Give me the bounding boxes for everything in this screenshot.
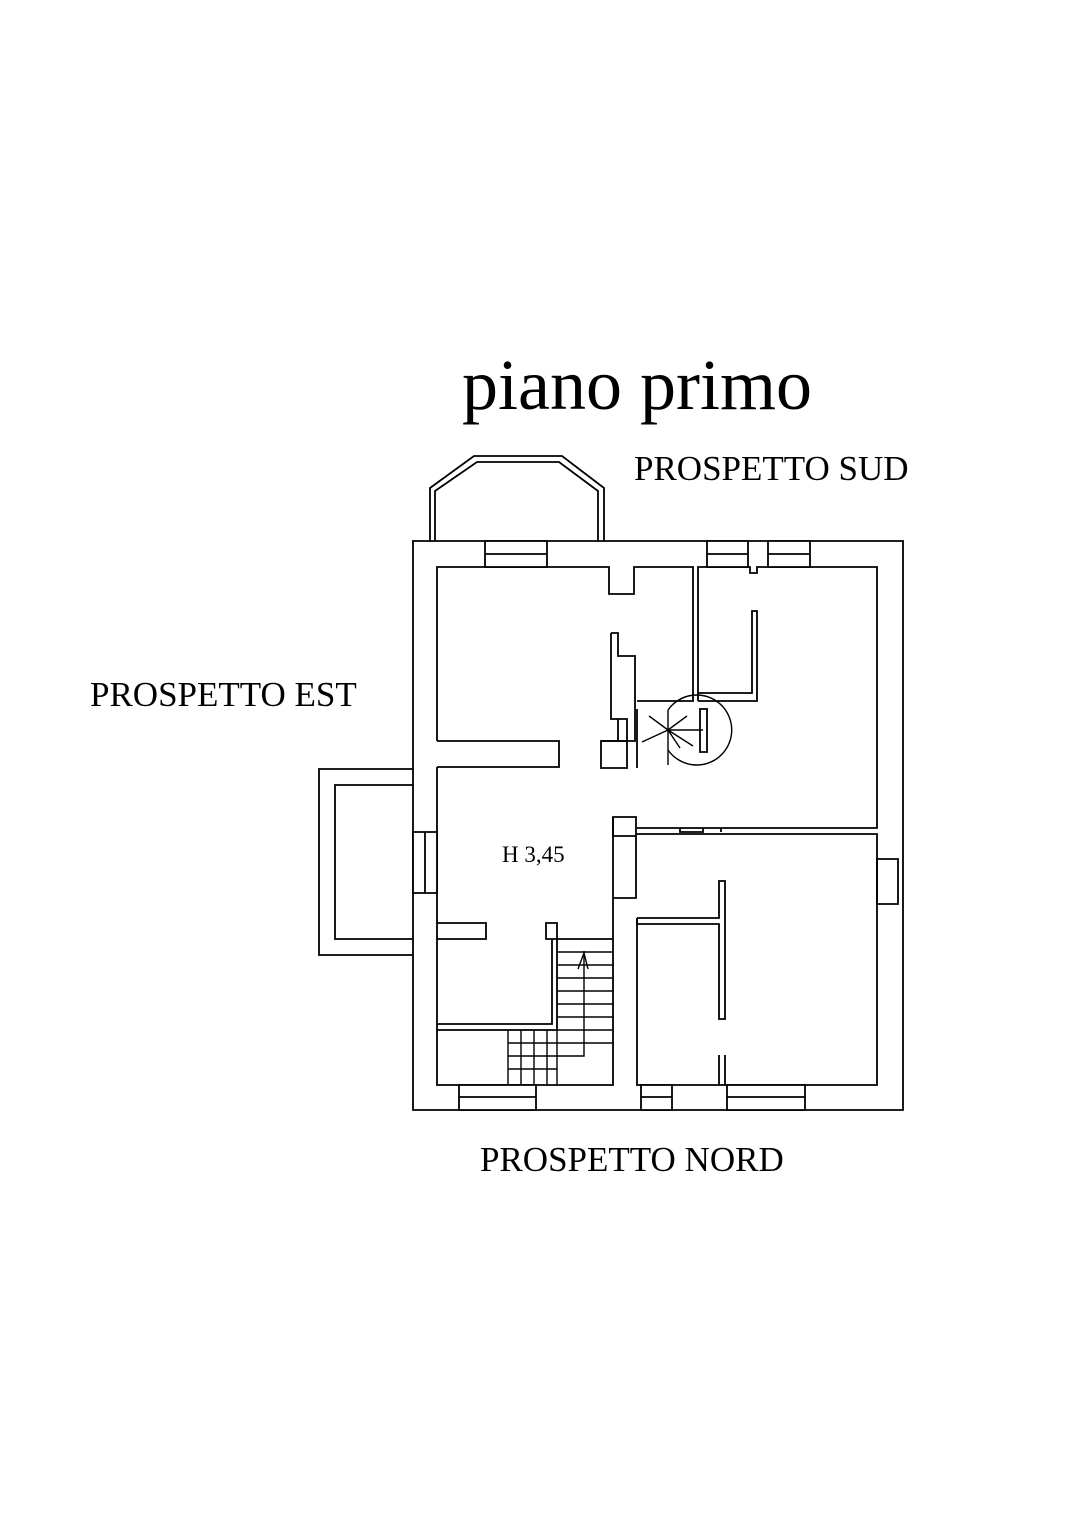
window-east — [413, 832, 437, 893]
window-south-3 — [768, 541, 810, 567]
chimney — [877, 859, 898, 904]
bay-window — [430, 456, 604, 541]
window-north-1 — [459, 1085, 536, 1110]
staircase — [508, 951, 613, 1085]
window-north-2 — [641, 1085, 672, 1110]
east-elevation-label: PROSPETTO EST — [90, 675, 357, 714]
plan-title: piano primo — [462, 345, 812, 425]
window-south-2 — [707, 541, 748, 567]
window-north-3 — [727, 1085, 805, 1110]
interior-partitions — [437, 611, 757, 1085]
ceiling-height-label: H 3,45 — [502, 842, 565, 867]
window-south-1 — [485, 541, 547, 567]
balcony — [319, 769, 413, 955]
south-elevation-label: PROSPETTO SUD — [634, 449, 909, 488]
north-elevation-label: PROSPETTO NORD — [480, 1140, 784, 1179]
spiral-staircase — [642, 695, 732, 765]
